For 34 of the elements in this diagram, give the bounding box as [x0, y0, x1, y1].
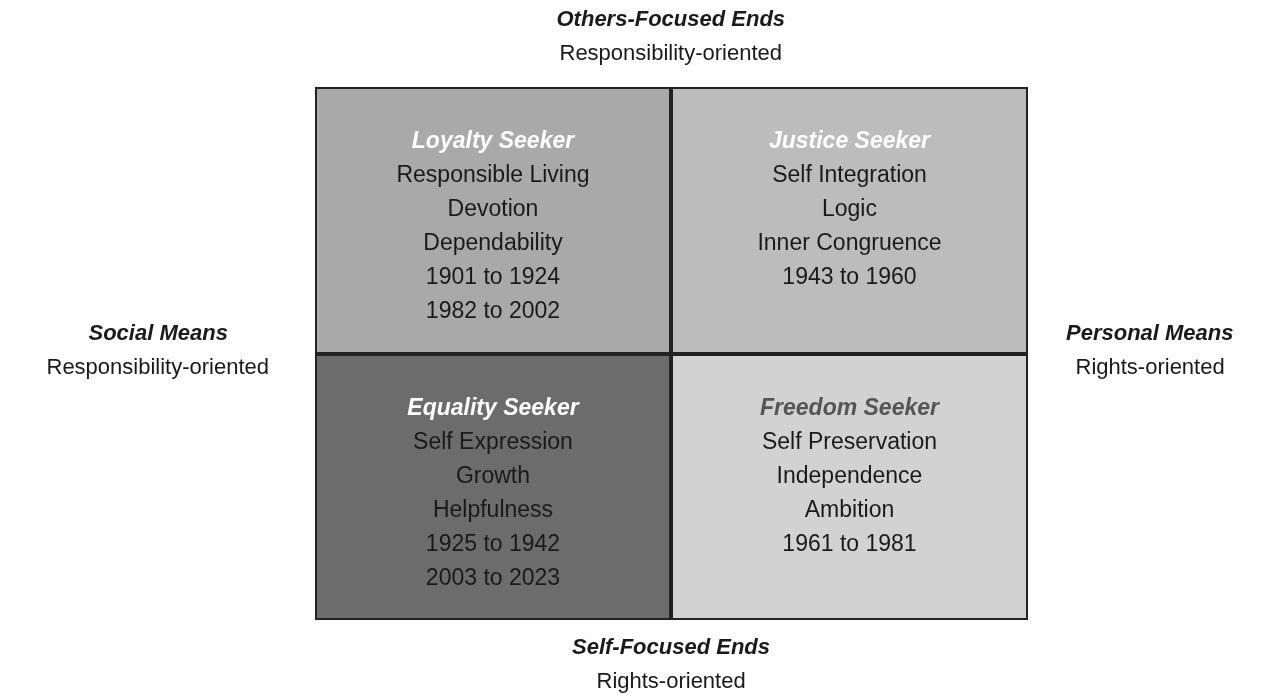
axis-subtitle: Responsibility-oriented — [46, 354, 270, 380]
quadrant-box — [315, 354, 671, 620]
quadrant-item: Devotion — [447, 194, 539, 223]
quadrant-item: Self Preservation — [761, 427, 938, 456]
axis-title: Personal Means — [1066, 320, 1234, 346]
quadrant-box — [671, 354, 1028, 620]
quadrant-title: Justice Seeker — [768, 126, 931, 155]
axis-subtitle: Responsibility-oriented — [559, 40, 783, 66]
quadrant-item: 1901 to 1924 — [425, 262, 561, 291]
axis-title: Others-Focused Ends — [556, 6, 786, 32]
quadrant-item: Helpfulness — [432, 495, 554, 524]
quadrant-item: Independence — [776, 461, 923, 490]
axis-title: Self-Focused Ends — [572, 634, 771, 660]
quadrant-item: 1982 to 2002 — [425, 296, 561, 325]
quadrant-item: 1961 to 1981 — [782, 529, 917, 558]
quadrant-item: Growth — [455, 461, 531, 490]
quadrant-item: Ambition — [804, 495, 895, 524]
quadrant-item: Logic — [822, 194, 877, 223]
axis-subtitle: Rights-oriented — [1075, 354, 1225, 380]
quadrant-item: 1943 to 1960 — [782, 262, 917, 291]
quadrant-item: Self Expression — [413, 427, 573, 456]
quadrant-box — [671, 87, 1028, 354]
quadrant-item: Dependability — [423, 228, 563, 257]
quadrant-title: Equality Seeker — [407, 393, 579, 422]
quadrant-item: 2003 to 2023 — [425, 563, 561, 592]
quadrant-item: Self Integration — [772, 160, 927, 189]
quadrant-title: Loyalty Seeker — [411, 126, 575, 155]
quadrant-box — [315, 87, 671, 354]
quadrant-item: 1925 to 1942 — [425, 529, 561, 558]
axis-title: Social Means — [88, 320, 228, 346]
quadrant-item: Responsible Living — [396, 160, 590, 189]
quadrant-item: Inner Congruence — [757, 228, 942, 257]
axis-subtitle: Rights-oriented — [596, 668, 746, 694]
quadrant-title: Freedom Seeker — [760, 393, 939, 422]
